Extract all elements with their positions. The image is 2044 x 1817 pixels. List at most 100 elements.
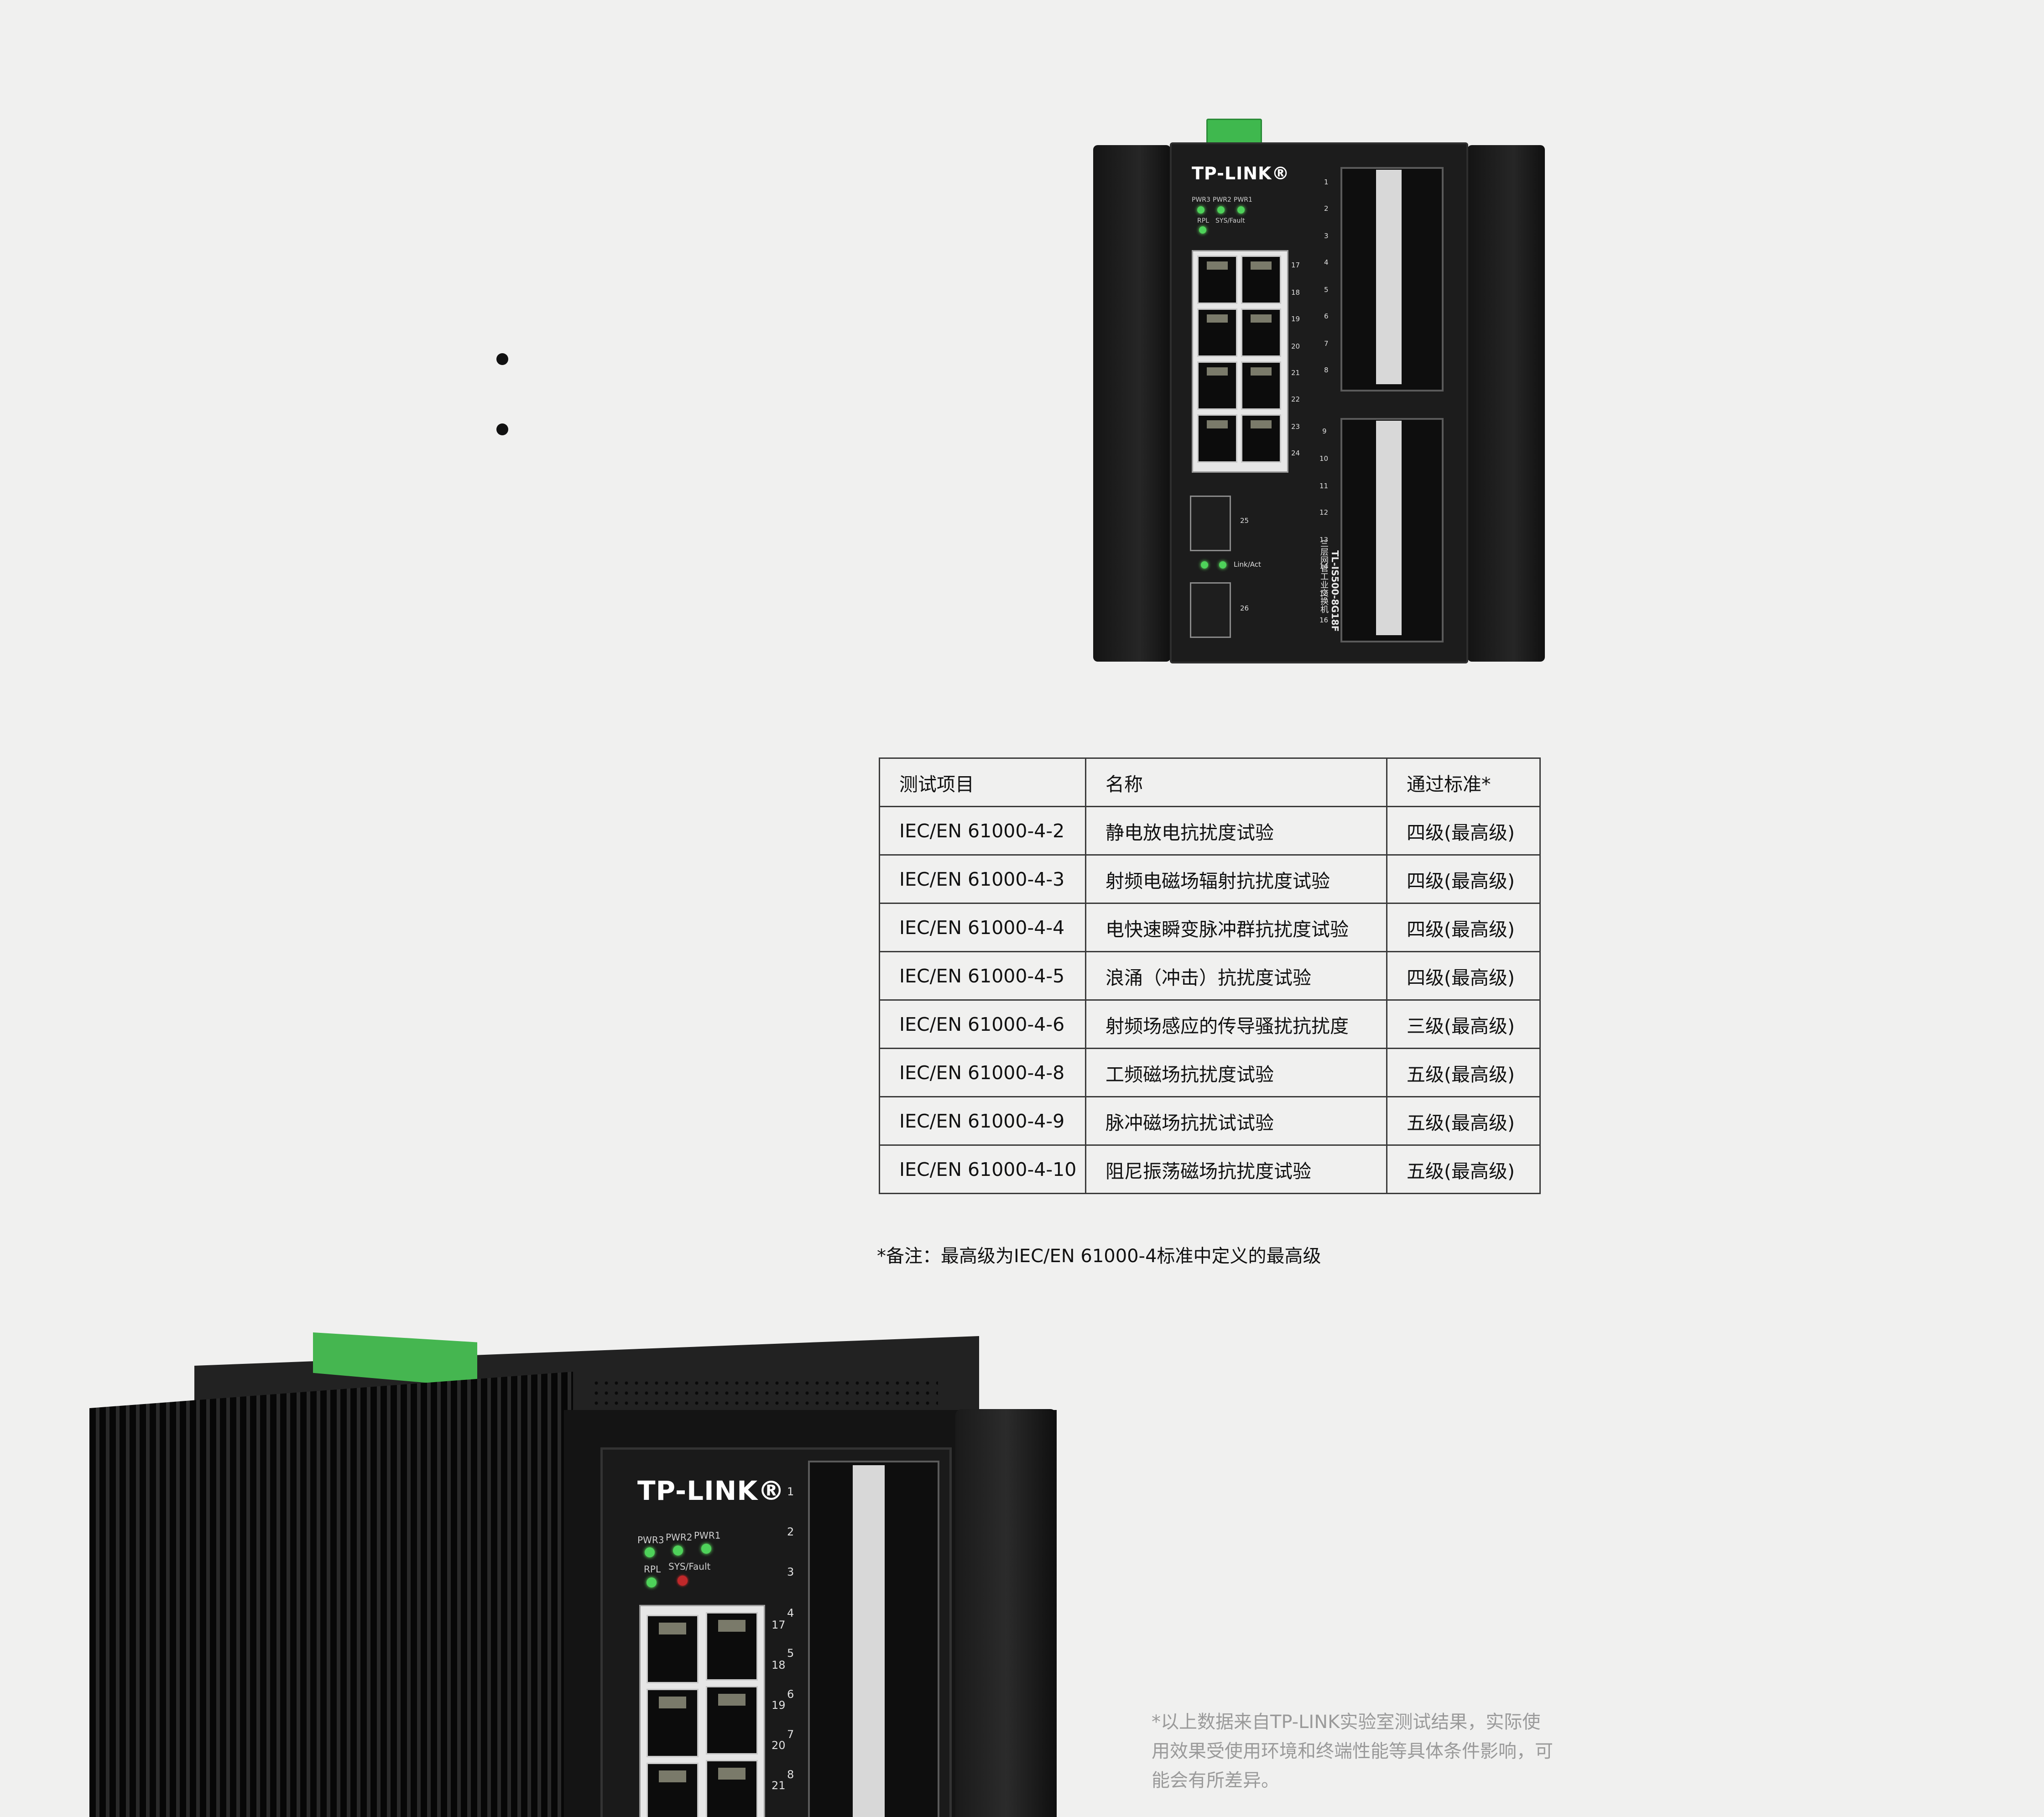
port-label: 26 [1240, 604, 1249, 612]
link-act-label: Link/Act [1234, 560, 1261, 569]
switch-angled-image: TP-LINK® PWR3 PWR2 PWR1 RPL SYS/Fault 17… [89, 1332, 1057, 1817]
port-label: 17 [1291, 261, 1300, 269]
table-cell: 浪涌（冲击）抗扰度试验 [1085, 951, 1387, 1001]
port-label: 2 [1324, 204, 1329, 213]
port-label: 1 [1324, 178, 1329, 186]
rj45-port [1197, 308, 1237, 357]
port-label: 4 [1324, 258, 1329, 266]
sfp-latch-strip [1376, 170, 1402, 384]
led-indicator [701, 1544, 711, 1554]
test-data-disclaimer: *以上数据来自TP-LINK实验室测试结果，实际使用效果受使用环境和终端性能等具… [1152, 1712, 1553, 1791]
table-cell: 电快速瞬变脉冲群抗扰度试验 [1085, 903, 1387, 952]
rj45-port [706, 1686, 758, 1754]
table-header-cell: 测试项目 [879, 757, 1086, 807]
table-row: IEC/EN 61000-4-6 射频场感应的传导骚扰抗扰度 三级(最高级) [879, 999, 1541, 1049]
port-label: 14 [1319, 562, 1329, 570]
tp-link-logo: TP-LINK® [637, 1475, 785, 1506]
table-row: IEC/EN 61000-4-10 阻尼振荡磁场抗扰度试验 五级(最高级) [879, 1144, 1541, 1194]
bullet-dot [496, 353, 508, 365]
port-label: 6 [1324, 312, 1329, 320]
led-label: PWR2 [1213, 196, 1231, 204]
table-row: IEC/EN 61000-4-9 脉冲磁场抗扰试试验 五级(最高级) [879, 1096, 1541, 1146]
uplink-sfp-port [1190, 496, 1231, 551]
port-label: 18 [1291, 288, 1300, 297]
table-cell: 五级(最高级) [1386, 1048, 1541, 1097]
led-label: PWR2 [666, 1532, 693, 1543]
port-label: 20 [772, 1739, 786, 1752]
rj45-port [647, 1689, 699, 1757]
emc-test-table: 测试项目 名称 通过标准* IEC/EN 61000-4-2 静电放电抗扰度试验… [879, 757, 1541, 1194]
table-cell: 射频电磁场辐射抗扰度试验 [1085, 854, 1387, 904]
model-number: TL-IS500-8G18F [1330, 550, 1340, 632]
led-label: PWR1 [694, 1530, 721, 1541]
rj45-port [1241, 308, 1281, 357]
port-label: 3 [787, 1566, 794, 1578]
port-label: 8 [787, 1768, 794, 1781]
switch-front-panel: TP-LINK® PWR3 PWR2 PWR1 RPL SYS/Fault 17… [600, 1447, 952, 1817]
led-label: PWR3 [1192, 196, 1210, 204]
switch-front-panel: TP-LINK® PWR3 PWR2 PWR1 RPL SYS/Fault 17… [1170, 142, 1468, 663]
port-label: 16 [1319, 616, 1329, 624]
rj45-port [706, 1612, 758, 1681]
led-indicator [678, 1576, 688, 1586]
port-label: 3 [1324, 232, 1329, 240]
port-label: 11 [1319, 482, 1329, 490]
port-label: 7 [787, 1728, 794, 1741]
table-cell: 射频场感应的传导骚扰抗扰度 [1085, 999, 1387, 1049]
table-header-cell: 通过标准* [1386, 757, 1541, 807]
tp-link-logo: TP-LINK® [1192, 163, 1290, 183]
bullet-dot [496, 423, 508, 435]
rj45-port [1241, 414, 1281, 463]
din-rail-right [1467, 145, 1545, 662]
table-header-cell: 名称 [1085, 757, 1387, 807]
sfp-latch-strip [1376, 421, 1402, 635]
table-cell: 四级(最高级) [1386, 854, 1541, 904]
table-cell: IEC/EN 61000-4-9 [879, 1096, 1086, 1146]
rj45-port [1197, 256, 1237, 304]
port-label: 6 [787, 1688, 794, 1701]
sfp-latch-strip [853, 1465, 885, 1817]
table-cell: 工频磁场抗扰度试验 [1085, 1048, 1387, 1097]
led-indicator [1199, 226, 1206, 234]
table-cell: IEC/EN 61000-4-4 [879, 903, 1086, 952]
table-row: IEC/EN 61000-4-2 静电放电抗扰度试验 四级(最高级) [879, 806, 1541, 856]
port-label: 22 [1291, 395, 1300, 403]
led-indicator [673, 1545, 683, 1556]
port-label: 24 [1291, 449, 1300, 457]
table-header-row: 测试项目 名称 通过标准* [879, 757, 1541, 807]
table-footnote: *备注：最高级为IEC/EN 61000-4标准中定义的最高级 [877, 1246, 1321, 1267]
table-row: IEC/EN 61000-4-5 浪涌（冲击）抗扰度试验 四级(最高级) [879, 951, 1541, 1001]
port-label: 15 [1319, 590, 1329, 598]
led-indicator [1201, 561, 1208, 569]
led-label: PWR3 [637, 1535, 664, 1545]
port-label: 19 [772, 1699, 786, 1712]
port-label: 10 [1319, 454, 1329, 463]
port-label: 9 [1322, 427, 1327, 435]
table-cell: 四级(最高级) [1386, 903, 1541, 952]
port-label: 23 [1291, 423, 1300, 431]
table-cell: 五级(最高级) [1386, 1144, 1541, 1194]
table-cell: 静电放电抗扰度试验 [1085, 806, 1387, 856]
port-label: 18 [772, 1659, 786, 1671]
rj45-port [1197, 361, 1237, 410]
port-label: 5 [1324, 286, 1329, 294]
port-label: 17 [772, 1619, 786, 1631]
table-row: IEC/EN 61000-4-4 电快速瞬变脉冲群抗扰度试验 四级(最高级) [879, 903, 1541, 952]
rj45-port [647, 1615, 699, 1683]
table-cell: 阻尼振荡磁场抗扰度试验 [1085, 1144, 1387, 1194]
led-indicator [647, 1577, 657, 1587]
rj45-port [1241, 256, 1281, 304]
table-row: IEC/EN 61000-4-8 工频磁场抗扰度试验 五级(最高级) [879, 1048, 1541, 1097]
table-cell: IEC/EN 61000-4-8 [879, 1048, 1086, 1097]
port-label: 12 [1319, 508, 1329, 517]
model-description: 三层网管工业交换机 [1319, 539, 1329, 613]
table-cell: 五级(最高级) [1386, 1096, 1541, 1146]
table-cell: IEC/EN 61000-4-10 [879, 1144, 1086, 1194]
port-label: 19 [1291, 315, 1300, 323]
port-label: 20 [1291, 342, 1300, 350]
power-terminal-connector [313, 1332, 477, 1387]
led-label: RPL [644, 1564, 661, 1575]
table-cell: 四级(最高级) [1386, 806, 1541, 856]
port-label: 13 [1319, 536, 1329, 544]
led-indicator [1219, 561, 1226, 569]
